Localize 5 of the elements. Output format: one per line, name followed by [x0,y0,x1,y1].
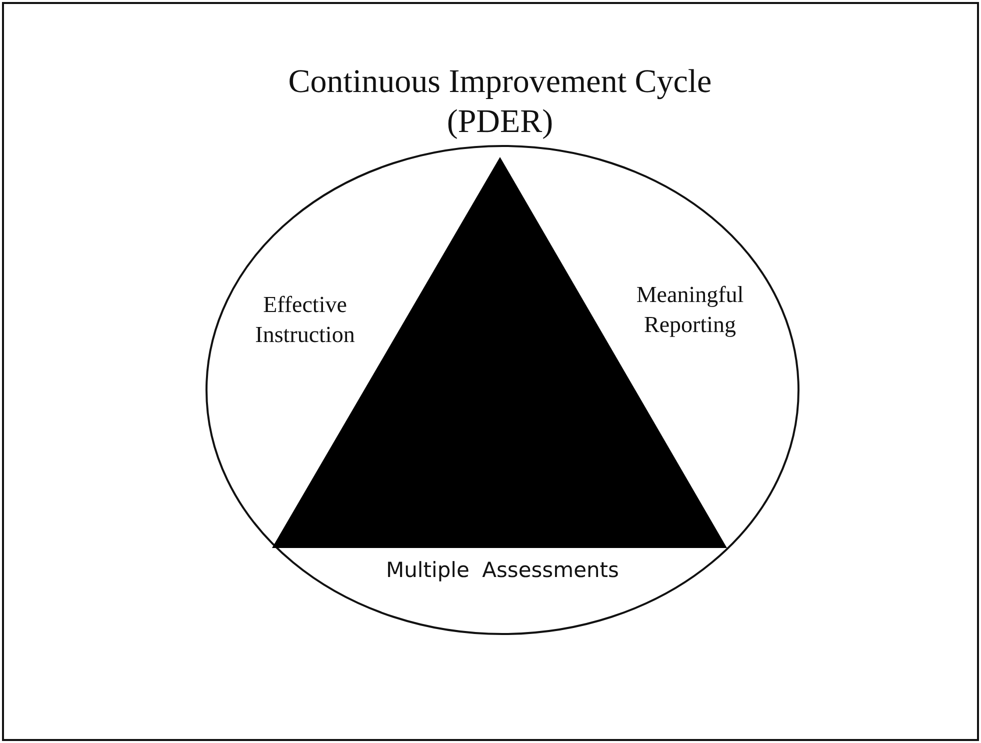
cycle-ellipse [205,145,800,635]
cycle-label: Effective Instruction [254,291,356,349]
cycle-label: Meaningful Reporting [635,281,745,339]
diagram-title: Continuous Improvement Cycle (PDER) [287,63,713,142]
cycle-label: Multiple Assessments [384,557,620,584]
